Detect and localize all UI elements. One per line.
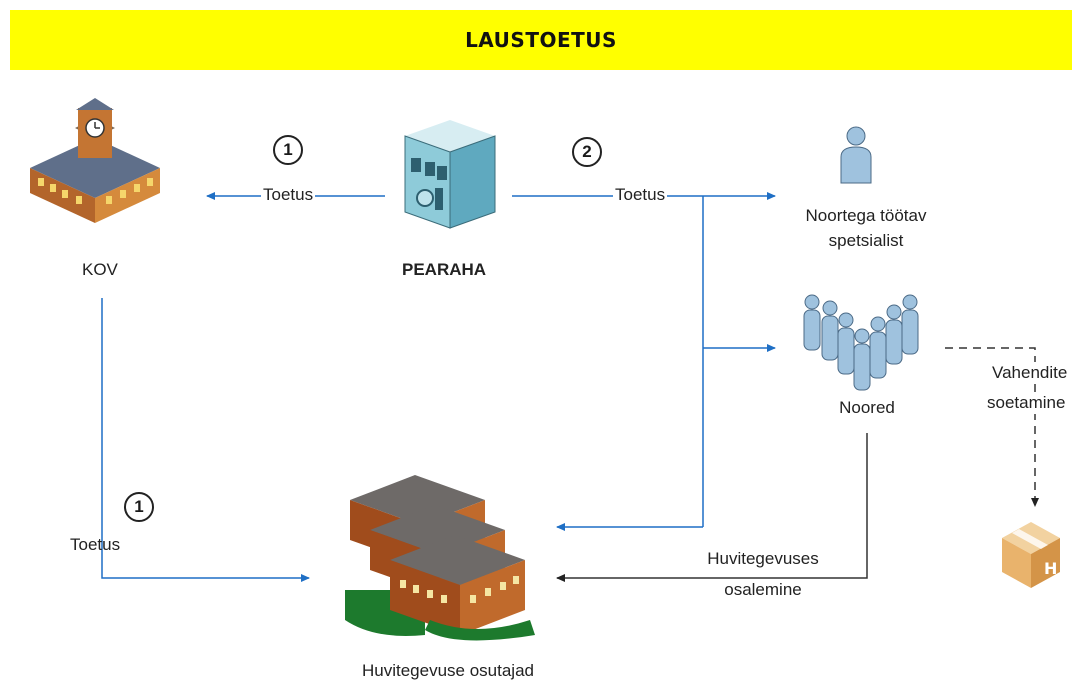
edge-label-kov-to-providers: Toetus <box>70 535 121 554</box>
school-buildings-icon <box>345 475 535 641</box>
edge-kov-providers <box>101 298 310 582</box>
package-box-icon: H <box>1002 522 1060 588</box>
edge-label-specialist-support: Toetus <box>613 184 668 206</box>
edge-label-participation-line1: Huvitegevuses <box>705 548 821 570</box>
edge-label-purchase-line1: Vahendite <box>990 362 1070 384</box>
edge-youth-providers <box>556 433 868 582</box>
step-badge-2: 2 <box>572 137 602 167</box>
group-of-people-icon <box>803 294 919 391</box>
edge-label-kov-support: Toetus <box>261 184 316 206</box>
node-label-specialist-line2: spetsialist <box>828 231 904 250</box>
step-badge-1: 1 <box>273 135 303 165</box>
person-icon <box>840 126 872 184</box>
svg-text:H: H <box>1044 559 1057 578</box>
edge-label-purchase-line2: soetamine <box>985 392 1068 414</box>
node-label-youth: Noored <box>839 398 895 417</box>
node-label-specialist-line1: Noortega töötav <box>805 206 927 225</box>
town-hall-icon <box>30 98 160 223</box>
step-badge-1-lower: 1 <box>124 492 154 522</box>
bank-building-icon <box>404 120 496 229</box>
node-label-kov: KOV <box>82 260 118 279</box>
title-banner: LAUSTOETUS <box>10 10 1072 70</box>
node-label-providers: Huvitegevuse osutajad <box>361 661 535 680</box>
edge-youth-box <box>945 347 1039 507</box>
node-label-pearaha: PEARAHA <box>402 260 487 279</box>
page-title: LAUSTOETUS <box>465 28 617 52</box>
edge-label-participation-line2: osalemine <box>722 579 804 601</box>
